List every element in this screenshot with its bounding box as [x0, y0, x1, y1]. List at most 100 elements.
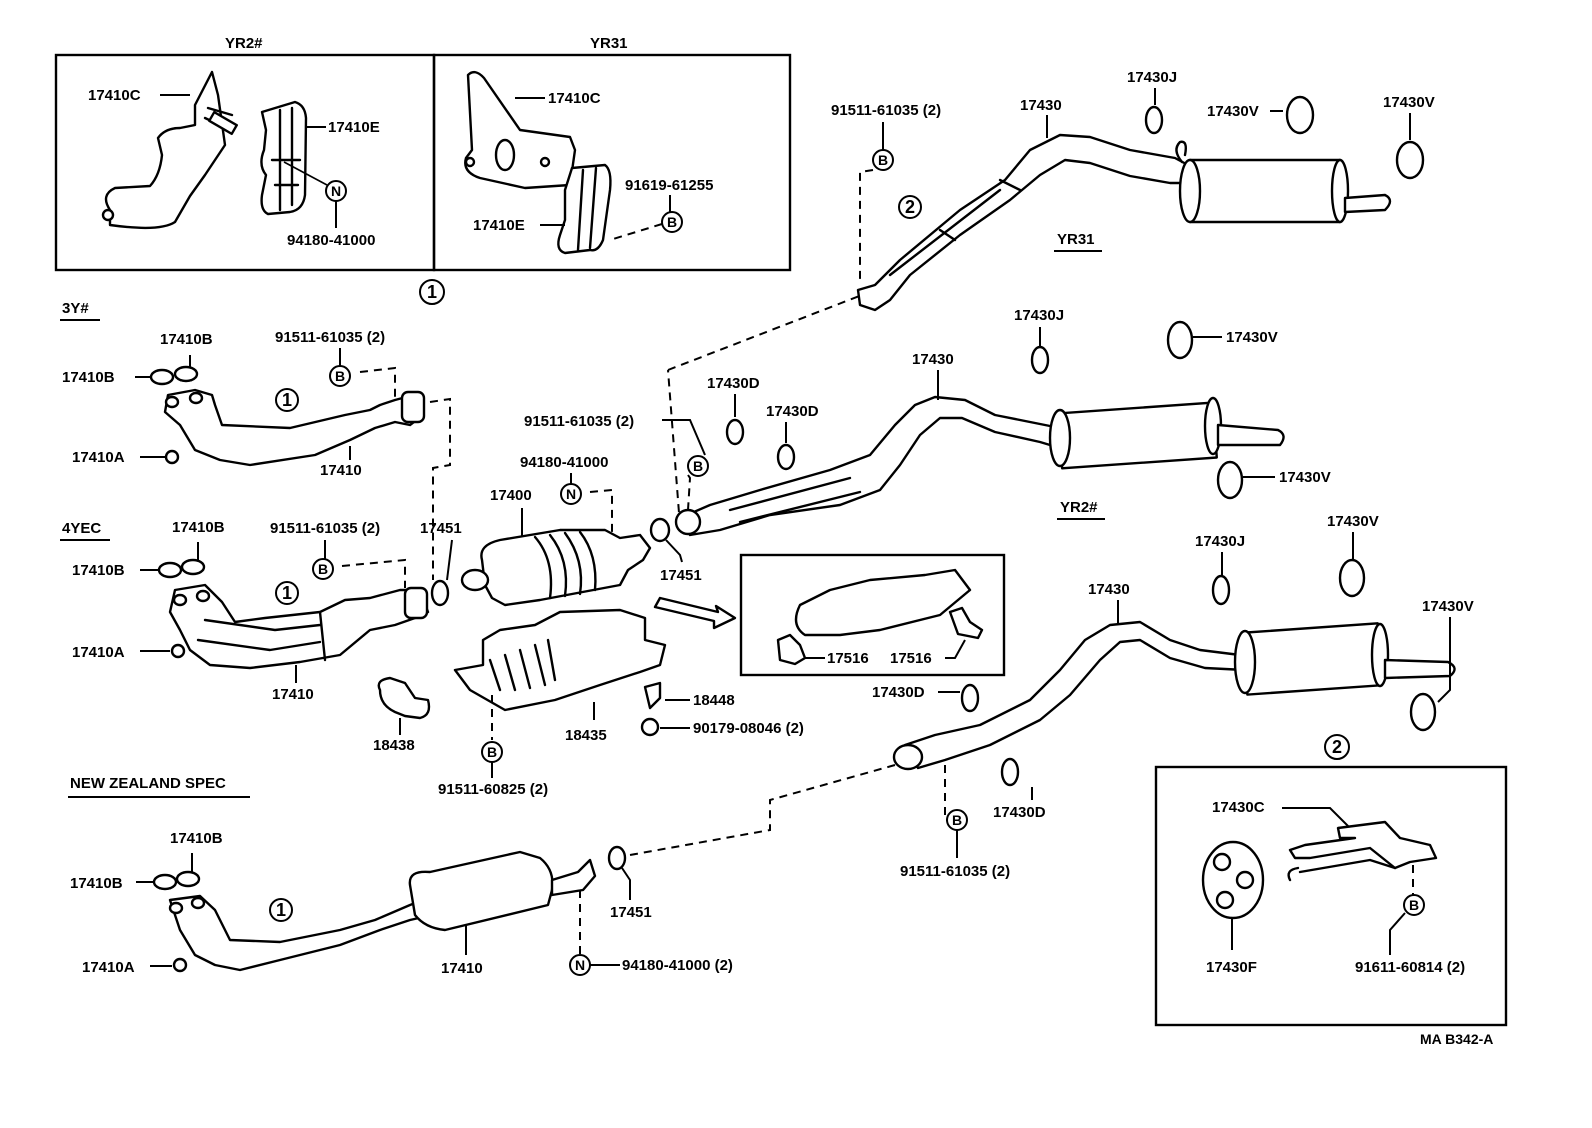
bracket-detail — [270, 106, 302, 212]
label-17430f: 17430F — [1206, 959, 1257, 976]
label-17516-right: 17516 — [890, 650, 932, 667]
heat-insulator-18435 — [453, 608, 667, 712]
callout-1-text: 1 — [276, 900, 286, 920]
variant-nz-spec-label: NEW ZEALAND SPEC — [70, 775, 226, 792]
label-17410b-nz-left: 17410B — [70, 875, 123, 892]
bolt-callout-text: B — [487, 744, 497, 760]
callout-1-4yec — [275, 581, 299, 605]
gasket-17410b-icon — [175, 870, 201, 888]
label-94180-41000-nz: 94180-41000 (2) — [622, 957, 733, 974]
hanger-17430v-icon — [1285, 95, 1315, 135]
bolt-callout-text: B — [318, 561, 328, 577]
leader-line — [621, 867, 631, 900]
front-pipe-3y-group: 3Y# 17410B 17410B 91511-61035 (2) B 1 17… — [60, 300, 451, 580]
hanger-17430v-icon — [1216, 460, 1244, 500]
leader-line — [665, 539, 683, 563]
bracket-hole-icon — [539, 156, 551, 168]
dashed-leader — [859, 169, 874, 280]
label-17430v-yr31-a: 17430V — [1207, 103, 1259, 120]
hanger-17430j-icon — [1030, 345, 1050, 375]
bolt-callout-text: B — [952, 812, 962, 828]
converter-bracket-detail-box — [739, 553, 1006, 677]
tail-pipe-outlet — [1216, 423, 1285, 447]
nut-17410a-icon — [172, 957, 188, 973]
converter-detail-17516 — [794, 568, 972, 637]
label-90179-08046: 90179-08046 (2) — [693, 720, 804, 737]
bracket-17410c-yr2 — [104, 70, 227, 230]
label-17430d-mid-b: 17430D — [766, 403, 819, 420]
label-17451-4yec: 17451 — [420, 520, 462, 537]
bracket-hole-icon — [101, 208, 115, 222]
label-17410b-4yec-top: 17410B — [172, 519, 225, 536]
label-17430j-mid: 17430J — [1014, 307, 1064, 324]
pipe-flange — [403, 586, 429, 620]
detail-2-box — [1154, 765, 1508, 1027]
diagram-reference-code: MA B342-A — [1420, 1031, 1493, 1047]
dashed-leader — [359, 366, 396, 397]
label-17430-yr31: 17430 — [1020, 97, 1062, 114]
bracket-hole-icon — [464, 156, 476, 168]
dashed-leader — [687, 474, 692, 511]
gasket-17410b-icon — [157, 561, 183, 579]
nut-17410a-icon — [164, 449, 180, 465]
hanger-17430v-icon — [1395, 140, 1425, 180]
callout-2-text: 2 — [905, 197, 915, 217]
callout-1-nz — [269, 898, 293, 922]
bolt-callout-b — [661, 211, 683, 233]
front-pipe-17410-nz — [168, 894, 434, 972]
tail-pipe-17430-yr2 — [903, 620, 1247, 770]
tail-pipe-yr2-group: YR2# 17430 17430J 17430V 17430V 17430D 1… — [629, 499, 1474, 880]
bolt-callout-text: B — [667, 214, 677, 230]
converter-ribs — [533, 530, 597, 600]
label-17516-left: 17516 — [827, 650, 869, 667]
callout-2-detail — [1324, 734, 1350, 760]
bolt-18448-icon — [643, 681, 662, 710]
label-17410a-nz: 17410A — [82, 959, 135, 976]
leader-line — [1282, 807, 1351, 829]
bracket-17516-left-icon — [776, 633, 807, 666]
nz-spec-group: NEW ZEALAND SPEC 17410B 17410B 1 17410A … — [68, 775, 733, 977]
callout-1-text: 1 — [282, 583, 292, 603]
label-17430v-yr31-b: 17430V — [1383, 94, 1435, 111]
sub-muffler-17410-nz — [408, 850, 554, 932]
hanger-hole — [1212, 852, 1232, 872]
bracket-17516-right-icon — [948, 606, 984, 640]
tail-pipe-mid-group: 17430D 17430D 17430 17430J 17430V 17430V — [674, 307, 1331, 537]
nut-callout-text: N — [566, 486, 576, 502]
flange-hole — [164, 395, 180, 409]
heat-insulator-18438 — [377, 676, 431, 720]
label-17430v-mid-a: 17430V — [1226, 329, 1278, 346]
dashed-leader — [667, 294, 863, 371]
label-17430d-yr2-a: 17430D — [872, 684, 925, 701]
nut-callout-n — [560, 483, 582, 505]
label-17451-nz: 17451 — [610, 904, 652, 921]
nut-17410a-icon — [170, 643, 186, 659]
hanger-17430v-icon — [1409, 692, 1437, 732]
dashed-leader — [629, 764, 896, 856]
flange-hole — [172, 593, 188, 607]
bracket-17430c — [1288, 820, 1438, 870]
converter-group: 17400 94180-41000 N 91511-61035 (2) B 17… — [438, 294, 1006, 798]
label-17410-nz: 17410 — [441, 960, 483, 977]
label-91611-60814: 91611-60814 (2) — [1355, 959, 1465, 976]
gasket-17430d-icon — [960, 683, 980, 713]
nut-callout-text: N — [575, 957, 585, 973]
front-pipe-4yec-group: 4YEC 17410B 17410B 91511-61035 (2) B 1 1… — [60, 519, 462, 754]
leader-line — [1389, 912, 1406, 955]
stud-icon — [208, 110, 238, 136]
bolt-callout-text: B — [878, 152, 888, 168]
label-17430-mid: 17430 — [912, 351, 954, 368]
pipe-flange — [550, 858, 597, 897]
dashed-leader — [429, 397, 451, 580]
bracket-boxes: YR2# YR31 17410C 17410E N 94180-41000 17… — [54, 35, 792, 305]
flange-hole — [188, 391, 204, 405]
tail-pipe-17430-mid — [678, 395, 1062, 537]
pipe-detail — [728, 476, 862, 524]
nut-callout-text: N — [331, 183, 341, 199]
bolt-callout-b — [312, 558, 334, 580]
hanger-17430v-icon — [1166, 320, 1194, 360]
label-17430j-yr2: 17430J — [1195, 533, 1245, 550]
dashed-leader — [341, 558, 406, 588]
tail-pipe-outlet — [1343, 193, 1392, 214]
